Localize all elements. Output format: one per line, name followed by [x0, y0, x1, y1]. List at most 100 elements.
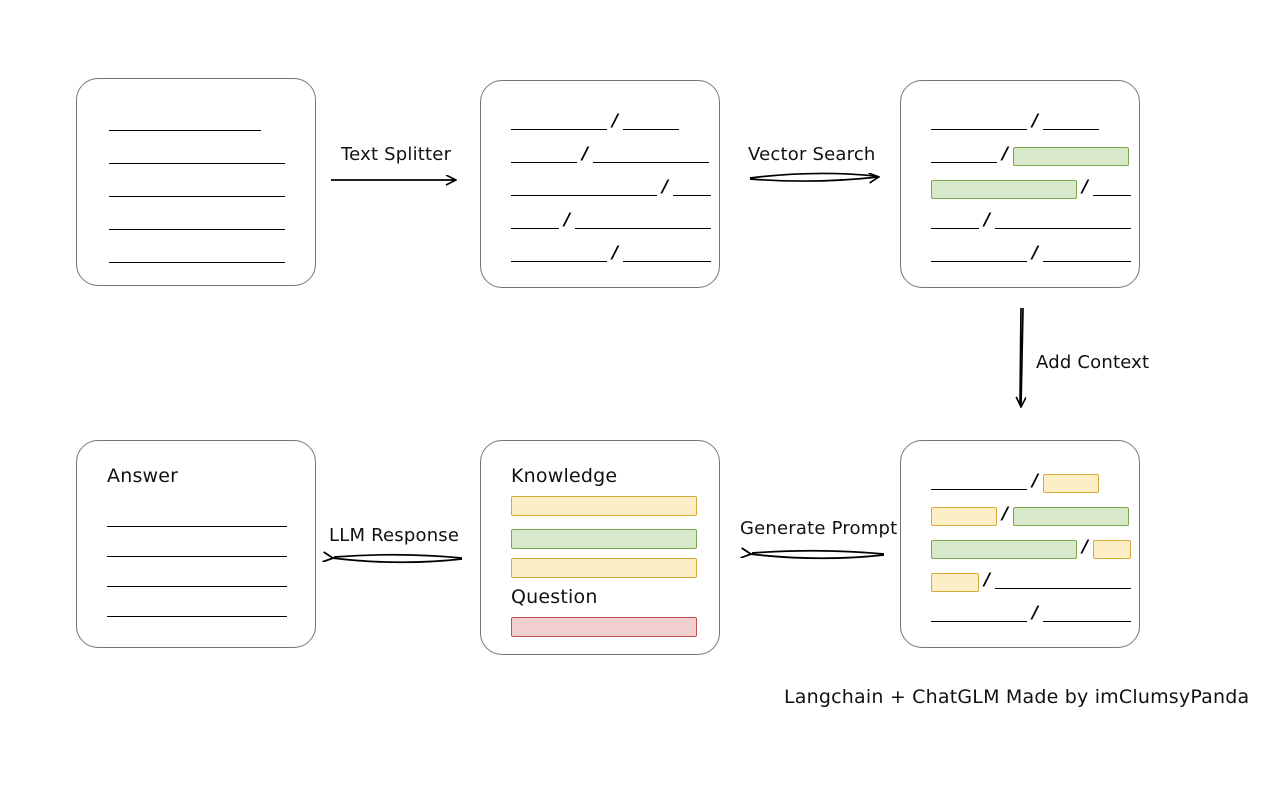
chunk-segment	[673, 195, 712, 196]
matched-chunk-highlight	[1013, 506, 1130, 526]
knowledge-bar	[511, 558, 697, 578]
source-document-card[interactable]	[76, 78, 316, 286]
matched-chunk-highlight	[1013, 146, 1130, 166]
split-chunks-rows: / / / / /	[481, 81, 719, 287]
chunk-segment	[995, 588, 1132, 589]
chunk-segment	[511, 228, 559, 229]
text-line-segment	[107, 556, 287, 557]
chunk-row: /	[931, 504, 1130, 526]
context-chunks-card[interactable]: / / / / /	[900, 440, 1140, 648]
chunk-segment	[1043, 129, 1100, 130]
prompt-card[interactable]: Knowledge Question	[480, 440, 720, 655]
text-line-segment	[107, 586, 287, 587]
chunk-separator: /	[984, 210, 991, 230]
source-document-lines	[77, 79, 315, 285]
chunk-separator: /	[612, 111, 619, 131]
question-label: Question	[511, 586, 598, 608]
answer-card[interactable]: Answer	[76, 440, 316, 648]
chunk-row: /	[931, 210, 1132, 232]
text-splitter-label: Text Splitter	[341, 144, 452, 165]
document-line	[109, 180, 285, 200]
chunk-segment	[931, 228, 979, 229]
chunk-separator: /	[1082, 537, 1089, 557]
chunk-segment	[1043, 621, 1132, 622]
chunk-segment	[511, 195, 657, 196]
context-chunk-highlight	[931, 572, 979, 592]
llm-response-label: LLM Response	[329, 525, 460, 546]
split-chunks-card[interactable]: / / / / /	[480, 80, 720, 288]
chunk-segment	[623, 129, 680, 130]
answer-line	[107, 600, 287, 620]
chunk-separator: /	[1032, 471, 1039, 491]
generate-prompt-arrow-shape	[750, 551, 885, 560]
chunk-separator: /	[1032, 603, 1039, 623]
chunk-row: /	[931, 603, 1132, 625]
document-line	[109, 114, 261, 134]
chunk-segment	[931, 621, 1027, 622]
chunk-row: /	[511, 243, 712, 265]
text-line-segment	[109, 196, 285, 197]
chunk-row: /	[931, 111, 1100, 133]
chunk-segment	[931, 162, 997, 163]
chunk-segment	[511, 261, 607, 262]
generate-prompt-label: Generate Prompt	[740, 518, 898, 539]
chunk-row: /	[931, 144, 1130, 166]
text-line-segment	[109, 163, 285, 164]
footer-credit: Langchain + ChatGLM Made by imClumsyPand…	[784, 686, 1250, 708]
chunk-separator: /	[1002, 144, 1009, 164]
chunk-segment	[1093, 195, 1132, 196]
text-line-segment	[107, 616, 287, 617]
answer-line	[107, 570, 287, 590]
answer-line	[107, 510, 287, 530]
chunk-row: /	[511, 111, 680, 133]
context-chunk-highlight	[1093, 539, 1132, 559]
chunk-separator: /	[1082, 177, 1089, 197]
knowledge-bar	[511, 529, 697, 549]
chunk-separator: /	[582, 144, 589, 164]
chunk-segment	[575, 228, 712, 229]
answer-line	[107, 540, 287, 560]
text-line-segment	[107, 526, 287, 527]
chunk-row: /	[511, 210, 712, 232]
chunk-row: /	[931, 537, 1132, 559]
chunk-row: /	[931, 243, 1132, 265]
vector-matched-rows: / / / / /	[901, 81, 1139, 287]
chunk-separator: /	[1032, 243, 1039, 263]
chunk-segment	[931, 261, 1027, 262]
add-context-arrow-shape	[1020, 307, 1023, 406]
vector-matched-chunks-card[interactable]: / / / / /	[900, 80, 1140, 288]
context-chunk-highlight	[1043, 473, 1100, 493]
chunk-separator: /	[612, 243, 619, 263]
llm-response-arrow-shape	[332, 555, 463, 564]
vector-search-arrow-shape	[749, 173, 878, 181]
document-line	[109, 147, 285, 167]
answer-label: Answer	[107, 465, 179, 487]
chunk-separator: /	[564, 210, 571, 230]
matched-chunk-highlight	[931, 179, 1077, 199]
knowledge-bar	[511, 496, 697, 516]
chunk-row: /	[511, 144, 710, 166]
chunk-separator: /	[662, 177, 669, 197]
chunk-segment	[931, 129, 1027, 130]
chunk-segment	[593, 162, 710, 163]
chunk-row: /	[931, 177, 1132, 199]
document-line	[109, 246, 285, 266]
chunk-separator: /	[984, 570, 991, 590]
text-line-segment	[109, 229, 285, 230]
chunk-separator: /	[1032, 111, 1039, 131]
chunk-row: /	[511, 177, 712, 199]
answer-lines	[77, 441, 315, 647]
chunk-segment	[511, 129, 607, 130]
chunk-row: /	[931, 471, 1100, 493]
chunk-segment	[1043, 261, 1132, 262]
chunk-separator: /	[1002, 504, 1009, 524]
knowledge-label: Knowledge	[511, 465, 618, 487]
chunk-row: /	[931, 570, 1132, 592]
chunk-segment	[511, 162, 577, 163]
context-chunk-rows: / / / / /	[901, 441, 1139, 647]
text-line-segment	[109, 130, 261, 131]
context-chunk-highlight	[931, 506, 997, 526]
text-line-segment	[109, 262, 285, 263]
chunk-segment	[995, 228, 1132, 229]
